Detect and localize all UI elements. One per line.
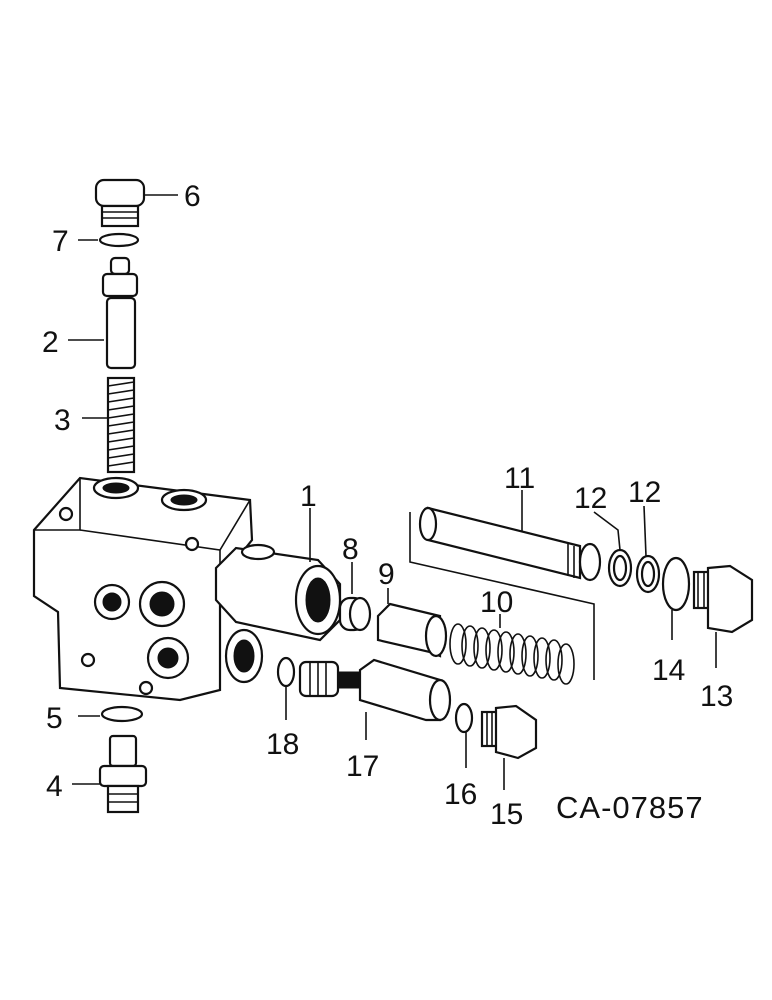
callout-10: 10	[480, 586, 513, 619]
part-13-plug	[692, 564, 754, 668]
callout-8: 8	[342, 533, 359, 566]
part-18-o-ring	[276, 656, 296, 720]
part-7-o-ring	[78, 232, 140, 248]
callout-7: 7	[52, 225, 69, 258]
callout-12b: 12	[628, 476, 661, 509]
part-17-spool	[298, 658, 452, 740]
part-4-fitting	[72, 734, 148, 814]
part-9-piston	[376, 588, 448, 658]
part-3-spring	[82, 376, 136, 474]
part-12-rings	[593, 505, 661, 594]
callout-16: 16	[444, 778, 477, 811]
part-6-plug	[94, 178, 178, 228]
callout-4: 4	[46, 770, 63, 803]
part-2-spool	[68, 256, 139, 370]
part-8-seat	[338, 562, 372, 632]
callout-2: 2	[42, 326, 59, 359]
part-16-o-ring	[454, 702, 474, 768]
part-15-plug	[480, 704, 538, 790]
callout-1: 1	[300, 480, 317, 513]
callout-17: 17	[346, 750, 379, 783]
callout-9: 9	[378, 558, 395, 591]
callout-14: 14	[652, 654, 685, 687]
reference-code: CA-07857	[556, 790, 704, 825]
callout-5: 5	[46, 702, 63, 735]
callout-13: 13	[700, 680, 733, 713]
callout-3: 3	[54, 404, 71, 437]
part-5-o-ring	[78, 705, 144, 723]
assembly-bracket	[409, 512, 595, 680]
part-11-rod	[418, 490, 602, 582]
callout-18: 18	[266, 728, 299, 761]
part-10-spring	[449, 614, 575, 685]
part-14-o-ring	[661, 556, 691, 640]
callout-6: 6	[184, 180, 201, 213]
part-1-valve-body	[32, 476, 342, 702]
callout-11: 11	[504, 462, 535, 495]
callout-12a: 12	[574, 482, 607, 515]
callout-15: 15	[490, 798, 523, 831]
